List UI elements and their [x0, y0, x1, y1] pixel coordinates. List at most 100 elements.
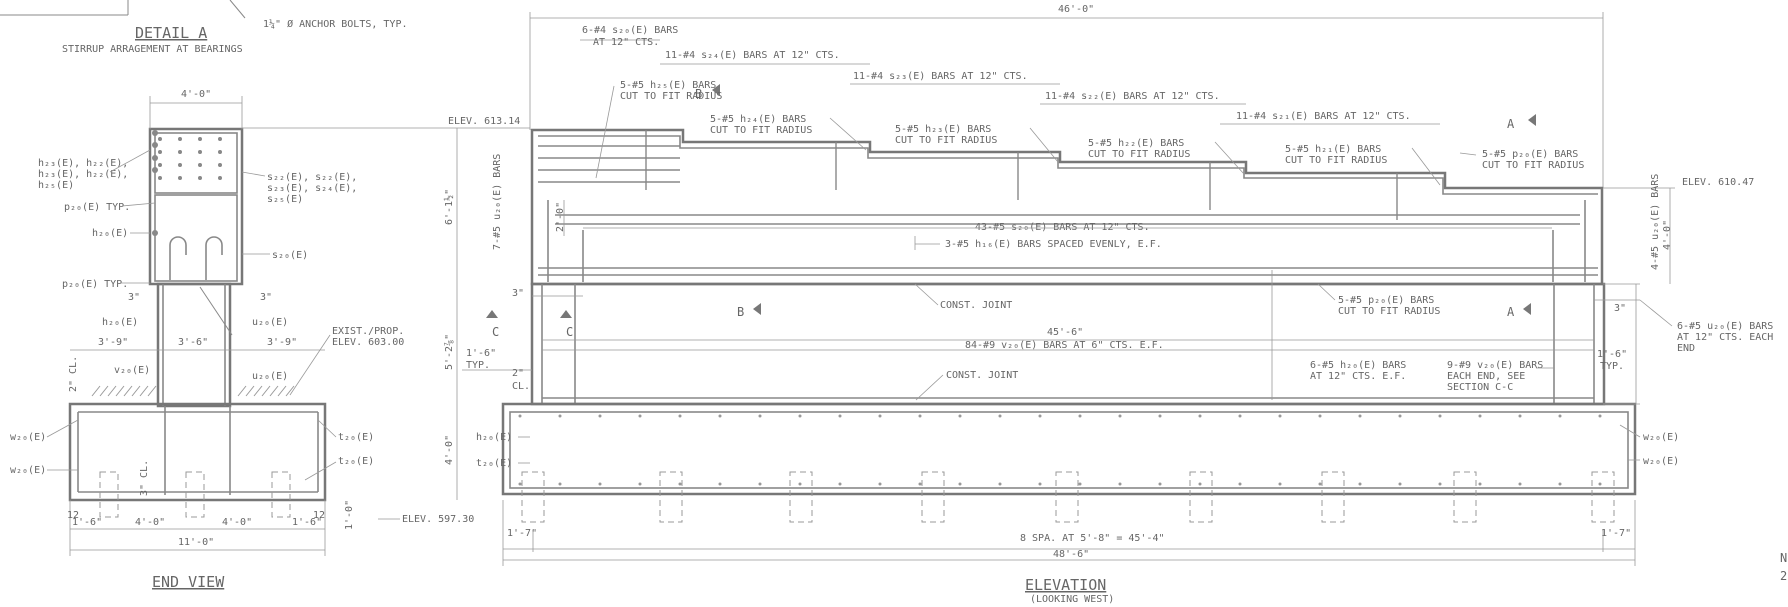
el-side-2: w₂₀(E): [1643, 432, 1679, 443]
note-32: AT 12" CTS. EACH: [1677, 332, 1773, 343]
note-23: 45'-6": [1047, 327, 1083, 338]
el-dim-8: 1'-7": [507, 528, 537, 539]
note-18: 43-#5 s₂₀(E) BARS AT 12" CTS.: [975, 222, 1150, 233]
elev-bottom: ELEV. 597.30: [402, 514, 474, 525]
note-31: 6-#5 u₂₀(E) BARS: [1677, 321, 1773, 332]
ev-dim-18: 12: [313, 510, 325, 521]
note-26: 6-#5 h₂₀(E) BARS: [1310, 360, 1406, 371]
exist-prop: EXIST./PROP.: [332, 326, 404, 337]
overall-dim: 46'-0": [1058, 4, 1094, 15]
note-9: CUT TO FIT RADIUS: [710, 125, 812, 136]
note-2: 11-#4 s₂₄(E) BARS AT 12" CTS.: [665, 50, 840, 61]
note-4: 11-#4 s₂₂(E) BARS AT 12" CTS.: [1045, 91, 1220, 102]
ev-label-18: 7-#5 u₂₀(E) BARS: [492, 154, 503, 250]
note-35: 8 SPA. AT 5'-8" = 45'-4": [1020, 533, 1165, 544]
note-1: AT 12" CTS.: [593, 37, 659, 48]
ev-dim-1: 6'-1½": [443, 189, 455, 225]
el-side-1: t₂₀(E): [476, 458, 512, 469]
ev-dim-5: 3'-9": [98, 337, 128, 348]
ev-label-6: s₂₃(E), s₂₄(E),: [267, 183, 357, 194]
ev-dim-8: 3": [128, 292, 140, 303]
note-22: CUT TO FIT RADIUS: [1338, 306, 1440, 317]
el-dim-11: 1'-6": [1597, 349, 1627, 360]
ev-dim-9: 3": [260, 292, 272, 303]
note-10: 5-#5 h₂₃(E) BARS: [895, 124, 991, 135]
detail-a-subtitle: STIRRUP ARRAGEMENT AT BEARINGS: [62, 44, 243, 55]
note-20: CONST. JOINT: [940, 300, 1012, 311]
note-6: 5-#5 h₂₅(E) BARS: [620, 80, 716, 91]
note-24: 84-#9 v₂₀(E) BARS AT 6" CTS. E.F.: [965, 340, 1164, 351]
note-5: 11-#4 s₂₁(E) BARS AT 12" CTS.: [1236, 111, 1411, 122]
ev-label-1: h₂₃(E), h₂₂(E),: [38, 169, 128, 180]
note-16: 5-#5 p₂₀(E) BARS: [1482, 149, 1578, 160]
elevation-subtitle: (LOOKING WEST): [1030, 594, 1114, 605]
note-30: SECTION C-C: [1447, 382, 1513, 393]
note-27: AT 12" CTS. E.F.: [1310, 371, 1406, 382]
el-dim-9: 1'-7": [1601, 528, 1631, 539]
exist-elev: ELEV. 603.00: [332, 337, 404, 348]
ev-label-0: h₂₃(E), h₂₂(E),: [38, 158, 128, 169]
elev-right: ELEV. 610.47: [1682, 177, 1754, 188]
el-dim-2: 1'-6": [466, 348, 496, 359]
el-dim-3: TYP.: [466, 360, 490, 371]
ev-label-8: s₂₀(E): [272, 250, 308, 261]
note-17: CUT TO FIT RADIUS: [1482, 160, 1584, 171]
ev-dim-15: 11'-0": [178, 537, 214, 548]
el-dim-1: 3": [512, 288, 524, 299]
ev-label-7: s₂₅(E): [267, 194, 303, 205]
ev-label-4: h₂₀(E): [92, 228, 128, 239]
el-dim-12: TYP.: [1600, 361, 1624, 372]
section-mark-5: C: [566, 325, 573, 339]
note-11: CUT TO FIT RADIUS: [895, 135, 997, 146]
el-dim-0: 2'-0": [555, 202, 566, 232]
note-36: 48'-6": [1053, 549, 1089, 560]
ev-label-16: t₂₀(E): [338, 432, 374, 443]
ev-label-9: p₂₀(E) TYP.: [62, 279, 128, 290]
el-dim-4: 2": [512, 368, 524, 379]
ev-dim-6: 3'-6": [178, 337, 208, 348]
ev-dim-16: 3" CL.: [139, 460, 150, 496]
ev-dim-14: 1'-6": [292, 517, 322, 528]
ev-dim-11: 1'-6": [72, 517, 102, 528]
edge-text-0: N: [1780, 551, 1787, 565]
note-12: 5-#5 h₂₂(E) BARS: [1088, 138, 1184, 149]
ev-label-15: w₂₀(E): [10, 465, 46, 476]
ev-label-10: u₂₀(E): [252, 317, 288, 328]
note-19: 3-#5 h₁₆(E) BARS SPACED EVENLY, E.F.: [945, 239, 1162, 250]
section-mark-3: A: [1507, 305, 1515, 319]
ev-label-5: s₂₂(E), s₂₂(E),: [267, 172, 357, 183]
note-21: 5-#5 p₂₀(E) BARS: [1338, 295, 1434, 306]
note-3: 11-#4 s₂₃(E) BARS AT 12" CTS.: [853, 71, 1028, 82]
ev-dim-4: 1'-0": [344, 500, 355, 530]
piles: [521, 471, 1615, 523]
note-33: END: [1677, 343, 1695, 354]
detail-a: DETAIL A STIRRUP ARRAGEMENT AT BEARINGS …: [0, 0, 408, 55]
elevation-title: ELEVATION: [1025, 576, 1106, 594]
note-7: CUT TO FIT RADIUS: [620, 91, 722, 102]
elev-top: ELEV. 613.14: [448, 116, 520, 127]
ev-label-3: p₂₀(E) TYP.: [64, 202, 130, 213]
ev-dim-10: 2" CL.: [68, 356, 79, 392]
section-mark-2: B: [737, 305, 744, 319]
el-side-3: w₂₀(E): [1643, 456, 1679, 467]
el-dim-13: 4'-0": [1662, 220, 1673, 250]
ev-label-14: w₂₀(E): [10, 432, 46, 443]
ev-dim-13: 4'-0": [222, 517, 252, 528]
note-8: 5-#5 h₂₄(E) BARS: [710, 114, 806, 125]
note-25: CONST. JOINT: [946, 370, 1018, 381]
ev-dim-3: 4'-0": [444, 435, 455, 465]
ev-dim-7: 3'-9": [267, 337, 297, 348]
ev-dim-0: 4'-0": [181, 89, 211, 100]
el-dim-10: 3": [1614, 303, 1626, 314]
detail-a-title: DETAIL A: [135, 24, 207, 42]
ev-label-12: v₂₀(E): [114, 365, 150, 376]
note-29: EACH END, SEE: [1447, 371, 1525, 382]
ev-label-17: t₂₀(E): [338, 456, 374, 467]
note-13: CUT TO FIT RADIUS: [1088, 149, 1190, 160]
ev-dim-17: 12: [67, 510, 79, 521]
note-0: 6-#4 s₂₀(E) BARS: [582, 25, 678, 36]
el-side-0: h₂₀(E): [476, 432, 512, 443]
edge-text-1: 2: [1780, 569, 1787, 583]
ev-label-2: h₂₅(E): [38, 180, 74, 191]
ev-dim-2: 5'-2⅞": [443, 334, 455, 370]
